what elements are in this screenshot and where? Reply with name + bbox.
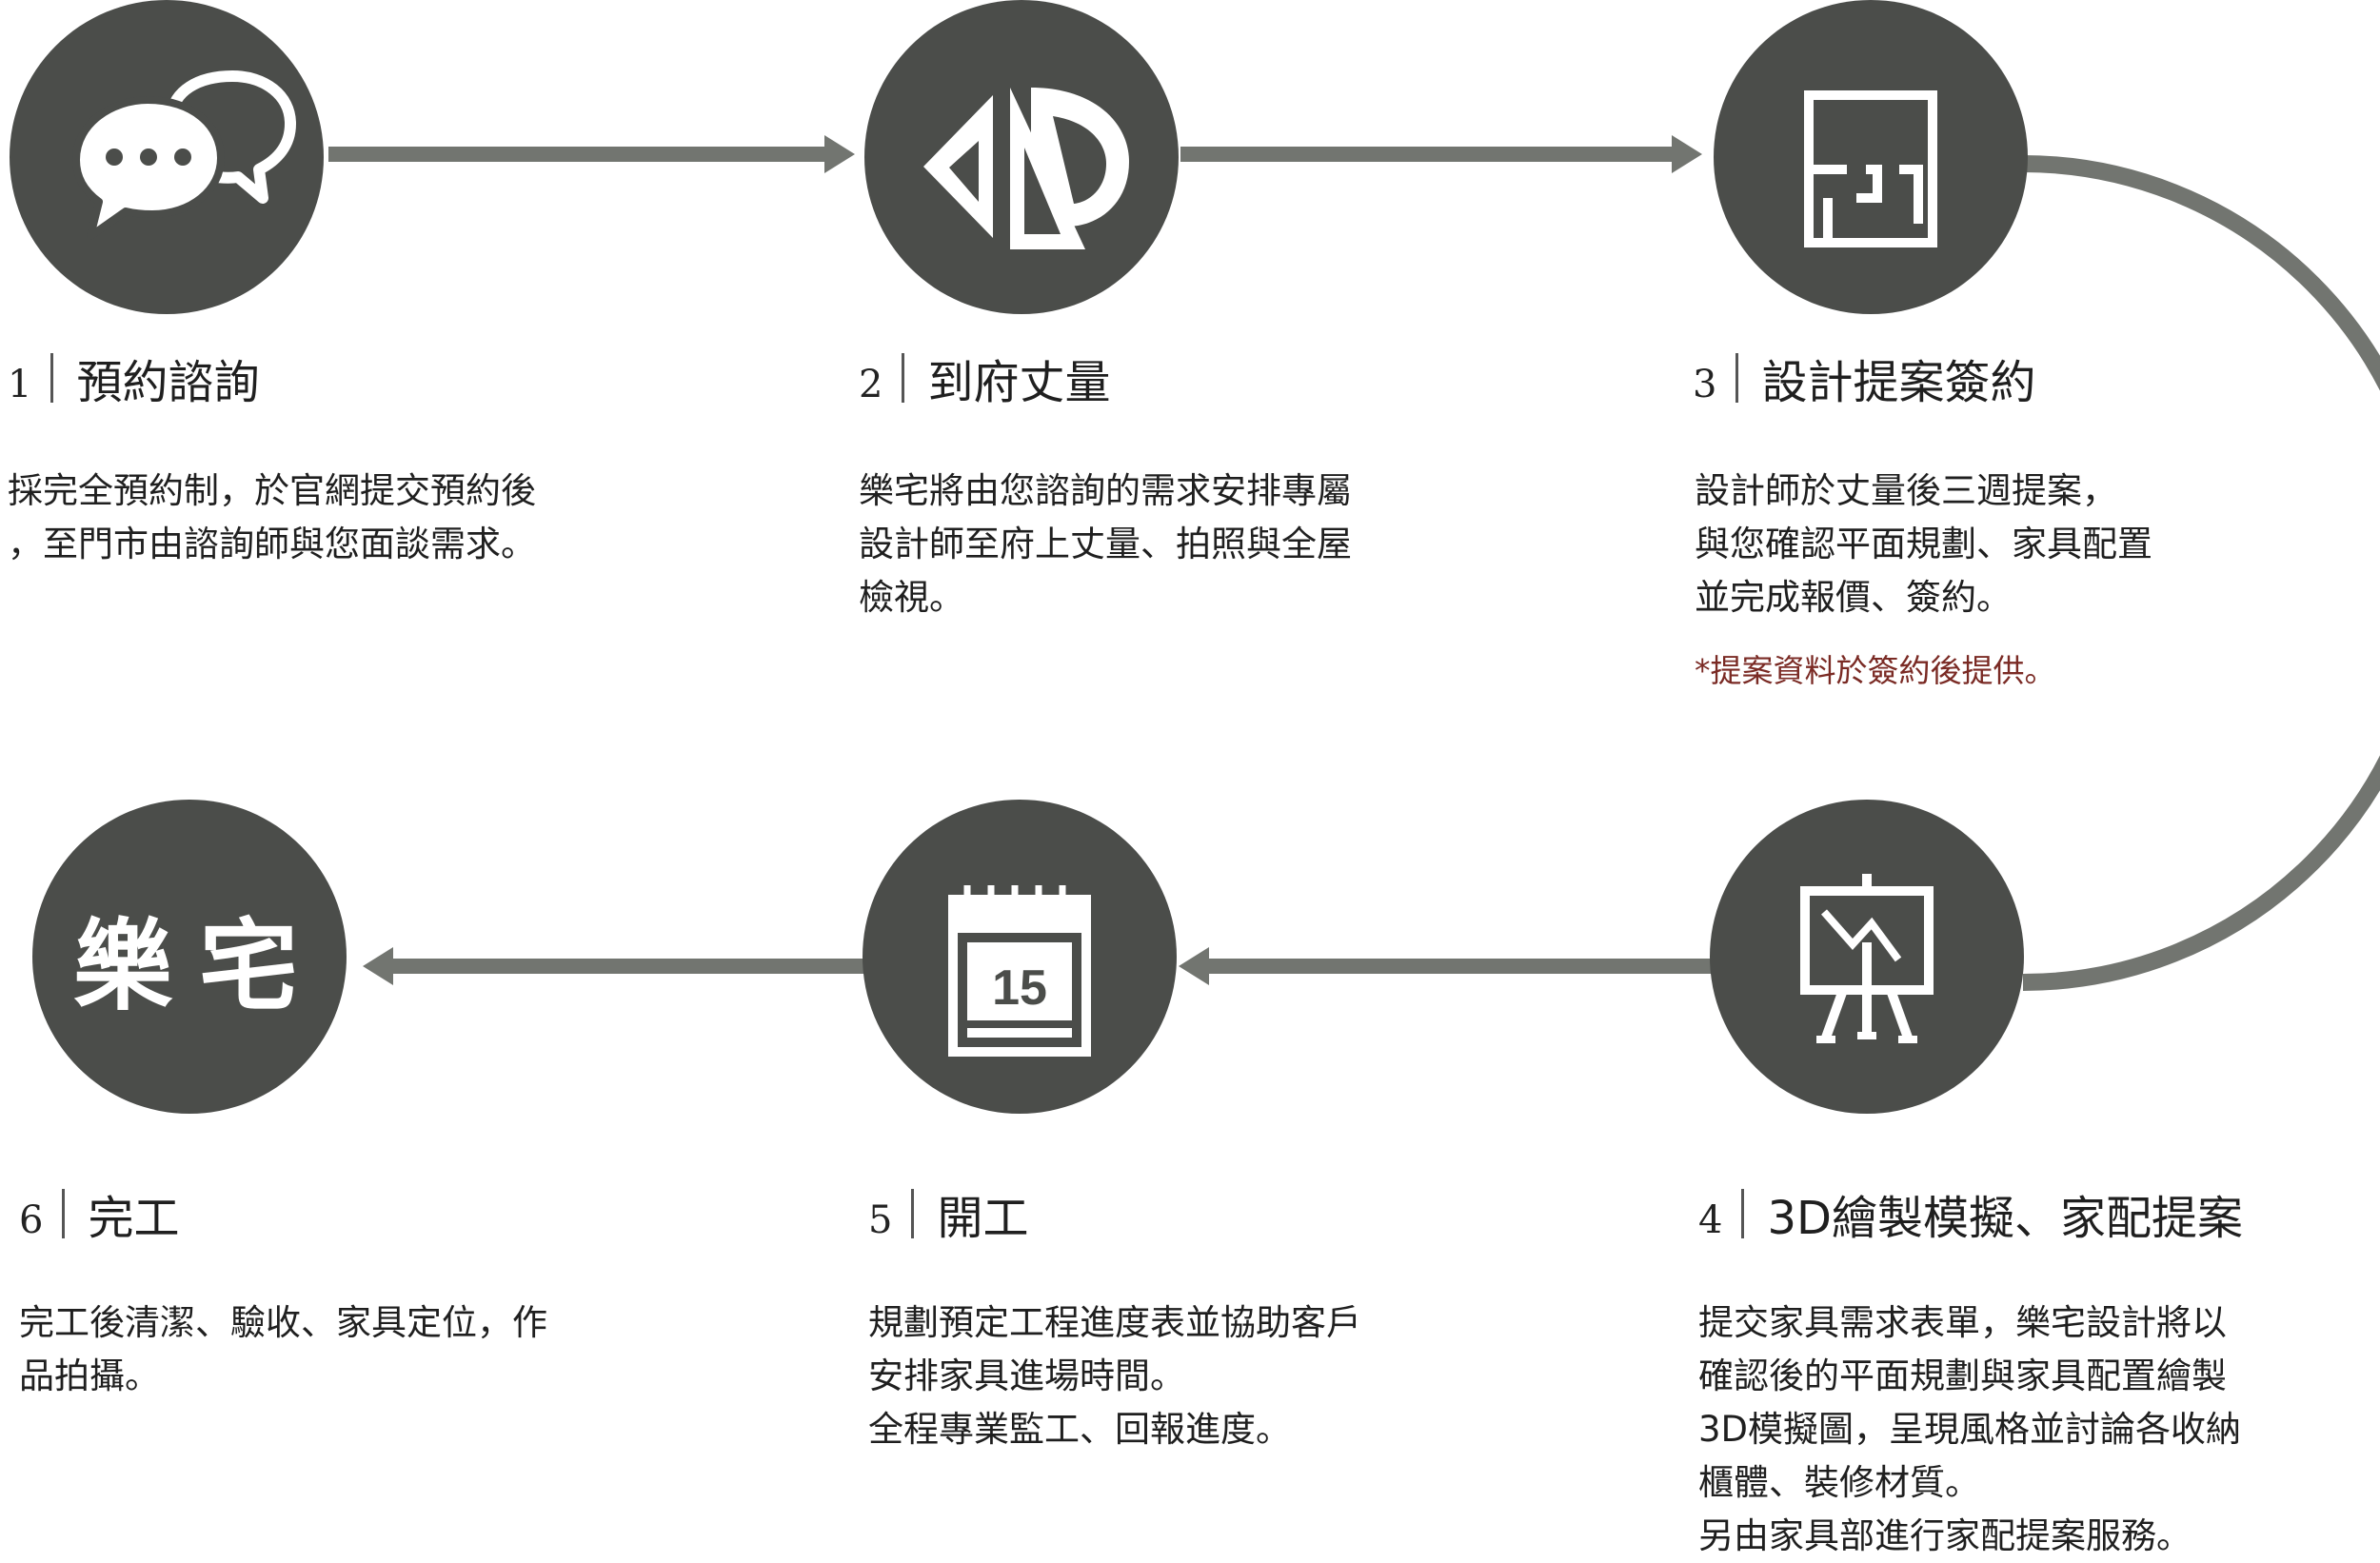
step-5-number: 5 (868, 1198, 893, 1242)
step-6-title: 完工 (88, 1192, 180, 1245)
step-4-heading: 4 3D繪製模擬、家配提案 (1698, 1180, 2243, 1247)
step-3-desc-line: 設計師於丈量後三週提案， (1695, 470, 2117, 511)
chat-bubbles-icon (72, 70, 296, 240)
brand-logo-icon: 樂宅 (72, 906, 325, 1024)
step-4-desc-line: 確認後的平面規劃與家具配置繪製 (1698, 1355, 2227, 1396)
arrow-2-to-3 (1180, 135, 1702, 173)
step-6-desc-line: 完工後清潔、驗收、家具定位，作 (19, 1302, 547, 1343)
step-5-heading: 5 開工 (868, 1180, 1028, 1247)
step-3-title: 設計提案簽約 (1761, 356, 2036, 409)
step-3-separator (1735, 353, 1739, 403)
arrow-4-to-5 (1179, 947, 1714, 985)
step-5-desc-line: 全程專業監工、回報進度。 (868, 1409, 1291, 1450)
drafting-tools-icon (923, 88, 1129, 249)
step-2-heading: 2 到府丈量 (859, 345, 1110, 411)
step-1-circle (10, 0, 324, 314)
floor-plan-icon (1804, 90, 1937, 247)
step-4-desc-line: 櫃體、裝修材質。 (1698, 1462, 1980, 1503)
presentation-board-icon (1800, 874, 1934, 1043)
calendar-icon: 15 (948, 885, 1091, 1057)
step-3-heading: 3 設計提案簽約 (1693, 345, 2035, 411)
step-1-separator (50, 353, 54, 403)
step-5-desc-line: 規劃預定工程進度表並協助客戶 (868, 1302, 1361, 1343)
calendar-day: 15 (992, 960, 1047, 1016)
step-5-title: 開工 (937, 1192, 1029, 1245)
step-4-separator (1741, 1189, 1745, 1238)
arrow-5-to-6 (363, 947, 866, 985)
step-4-description: 提交家具需求表單，樂宅設計將以 確認後的平面規劃與家具配置繪製 3D模擬圖，呈現… (1698, 1296, 2241, 1563)
step-2-number: 2 (859, 363, 883, 406)
step-6-heading: 6 完工 (19, 1180, 179, 1247)
step-4-title: 3D繪製模擬、家配提案 (1767, 1192, 2243, 1245)
step-2-desc-line: 樂宅將由您諮詢的需求安排專屬 (859, 470, 1352, 511)
arrow-1-to-2 (328, 135, 855, 173)
step-4-circle (1710, 800, 2024, 1114)
step-1-number: 1 (8, 363, 32, 406)
step-4-desc-line: 提交家具需求表單，樂宅設計將以 (1698, 1302, 2227, 1343)
step-1-description: 採完全預約制，於官網提交預約後 ，至門市由諮詢師與您面談需求。 (8, 465, 536, 571)
step-4-desc-line: 3D模擬圖，呈現風格並討論各收納 (1698, 1409, 2242, 1450)
curve-3-to-4 (2022, 155, 2380, 991)
step-4-desc-line: 另由家具部進行家配提案服務。 (1698, 1515, 2192, 1556)
step-6-separator (62, 1189, 66, 1238)
step-1-title: 預約諮詢 (76, 356, 260, 409)
step-3-description: 設計師於丈量後三週提案， 與您確認平面規劃、家具配置 並完成報價、簽約。 (1695, 465, 2152, 624)
step-6-number: 6 (19, 1198, 44, 1242)
step-3-number: 3 (1693, 363, 1717, 406)
step-2-title: 到府丈量 (927, 356, 1111, 409)
step-2-desc-line: 設計師至府上丈量、拍照與全屋 (859, 524, 1352, 564)
step-3-circle (1714, 0, 2028, 314)
step-6-circle: 樂宅 (32, 800, 347, 1114)
step-4-number: 4 (1698, 1198, 1723, 1242)
step-2-separator (902, 353, 905, 403)
step-2-description: 樂宅將由您諮詢的需求安排專屬 設計師至府上丈量、拍照與全屋 檢視。 (859, 465, 1352, 624)
step-2-circle (864, 0, 1179, 314)
step-5-desc-line: 安排家具進場時間。 (868, 1355, 1185, 1396)
step-3-note: *提案資料於簽約後提供。 (1695, 652, 2056, 689)
step-5-circle: 15 (863, 800, 1177, 1114)
step-1-desc-line: 採完全預約制，於官網提交預約後 (8, 470, 536, 511)
step-1-heading: 1 預約諮詢 (8, 345, 259, 411)
step-3-desc-line: 與您確認平面規劃、家具配置 (1695, 524, 2152, 564)
step-6-desc-line: 品拍攝。 (19, 1355, 160, 1396)
step-5-description: 規劃預定工程進度表並協助客戶 安排家具進場時間。 全程專業監工、回報進度。 (868, 1296, 1361, 1456)
step-6-description: 完工後清潔、驗收、家具定位，作 品拍攝。 (19, 1296, 547, 1403)
step-5-separator (911, 1189, 915, 1238)
step-2-desc-line: 檢視。 (859, 577, 964, 618)
step-1-desc-line: ，至門市由諮詢師與您面談需求。 (8, 524, 536, 564)
step-3-desc-line: 並完成報價、簽約。 (1695, 577, 2012, 618)
